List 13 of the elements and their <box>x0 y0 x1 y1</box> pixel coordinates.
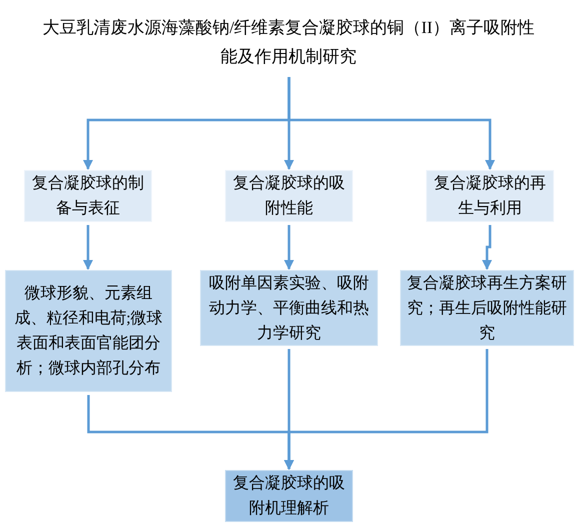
title-text: 大豆乳清废水源海藻酸钠/纤维素复合凝胶球的铜（II）离子吸附性能及作用机制研究 <box>30 10 547 74</box>
arrow <box>284 225 294 270</box>
arrow <box>83 225 93 270</box>
process-box: 复合凝胶球的再生与利用 <box>426 170 554 222</box>
process-box: 复合凝胶球再生方案研究；再生后吸附性能研究 <box>400 270 574 346</box>
arrow <box>482 225 492 270</box>
process-box: 微球形貌、元素组成、粒径和电荷;微球表面和表面官能团分析；微球内部孔分布 <box>5 270 172 392</box>
arrow <box>284 349 488 470</box>
process-box: 复合凝胶球的制备与表征 <box>24 170 152 222</box>
process-box: 吸附单因素实验、吸附动力学、平衡曲线和热力学研究 <box>200 270 378 346</box>
arrow <box>288 77 495 170</box>
result-box: 复合凝胶球的吸附机理解析 <box>225 470 353 522</box>
process-box: 复合凝胶球的吸附性能 <box>225 170 353 222</box>
